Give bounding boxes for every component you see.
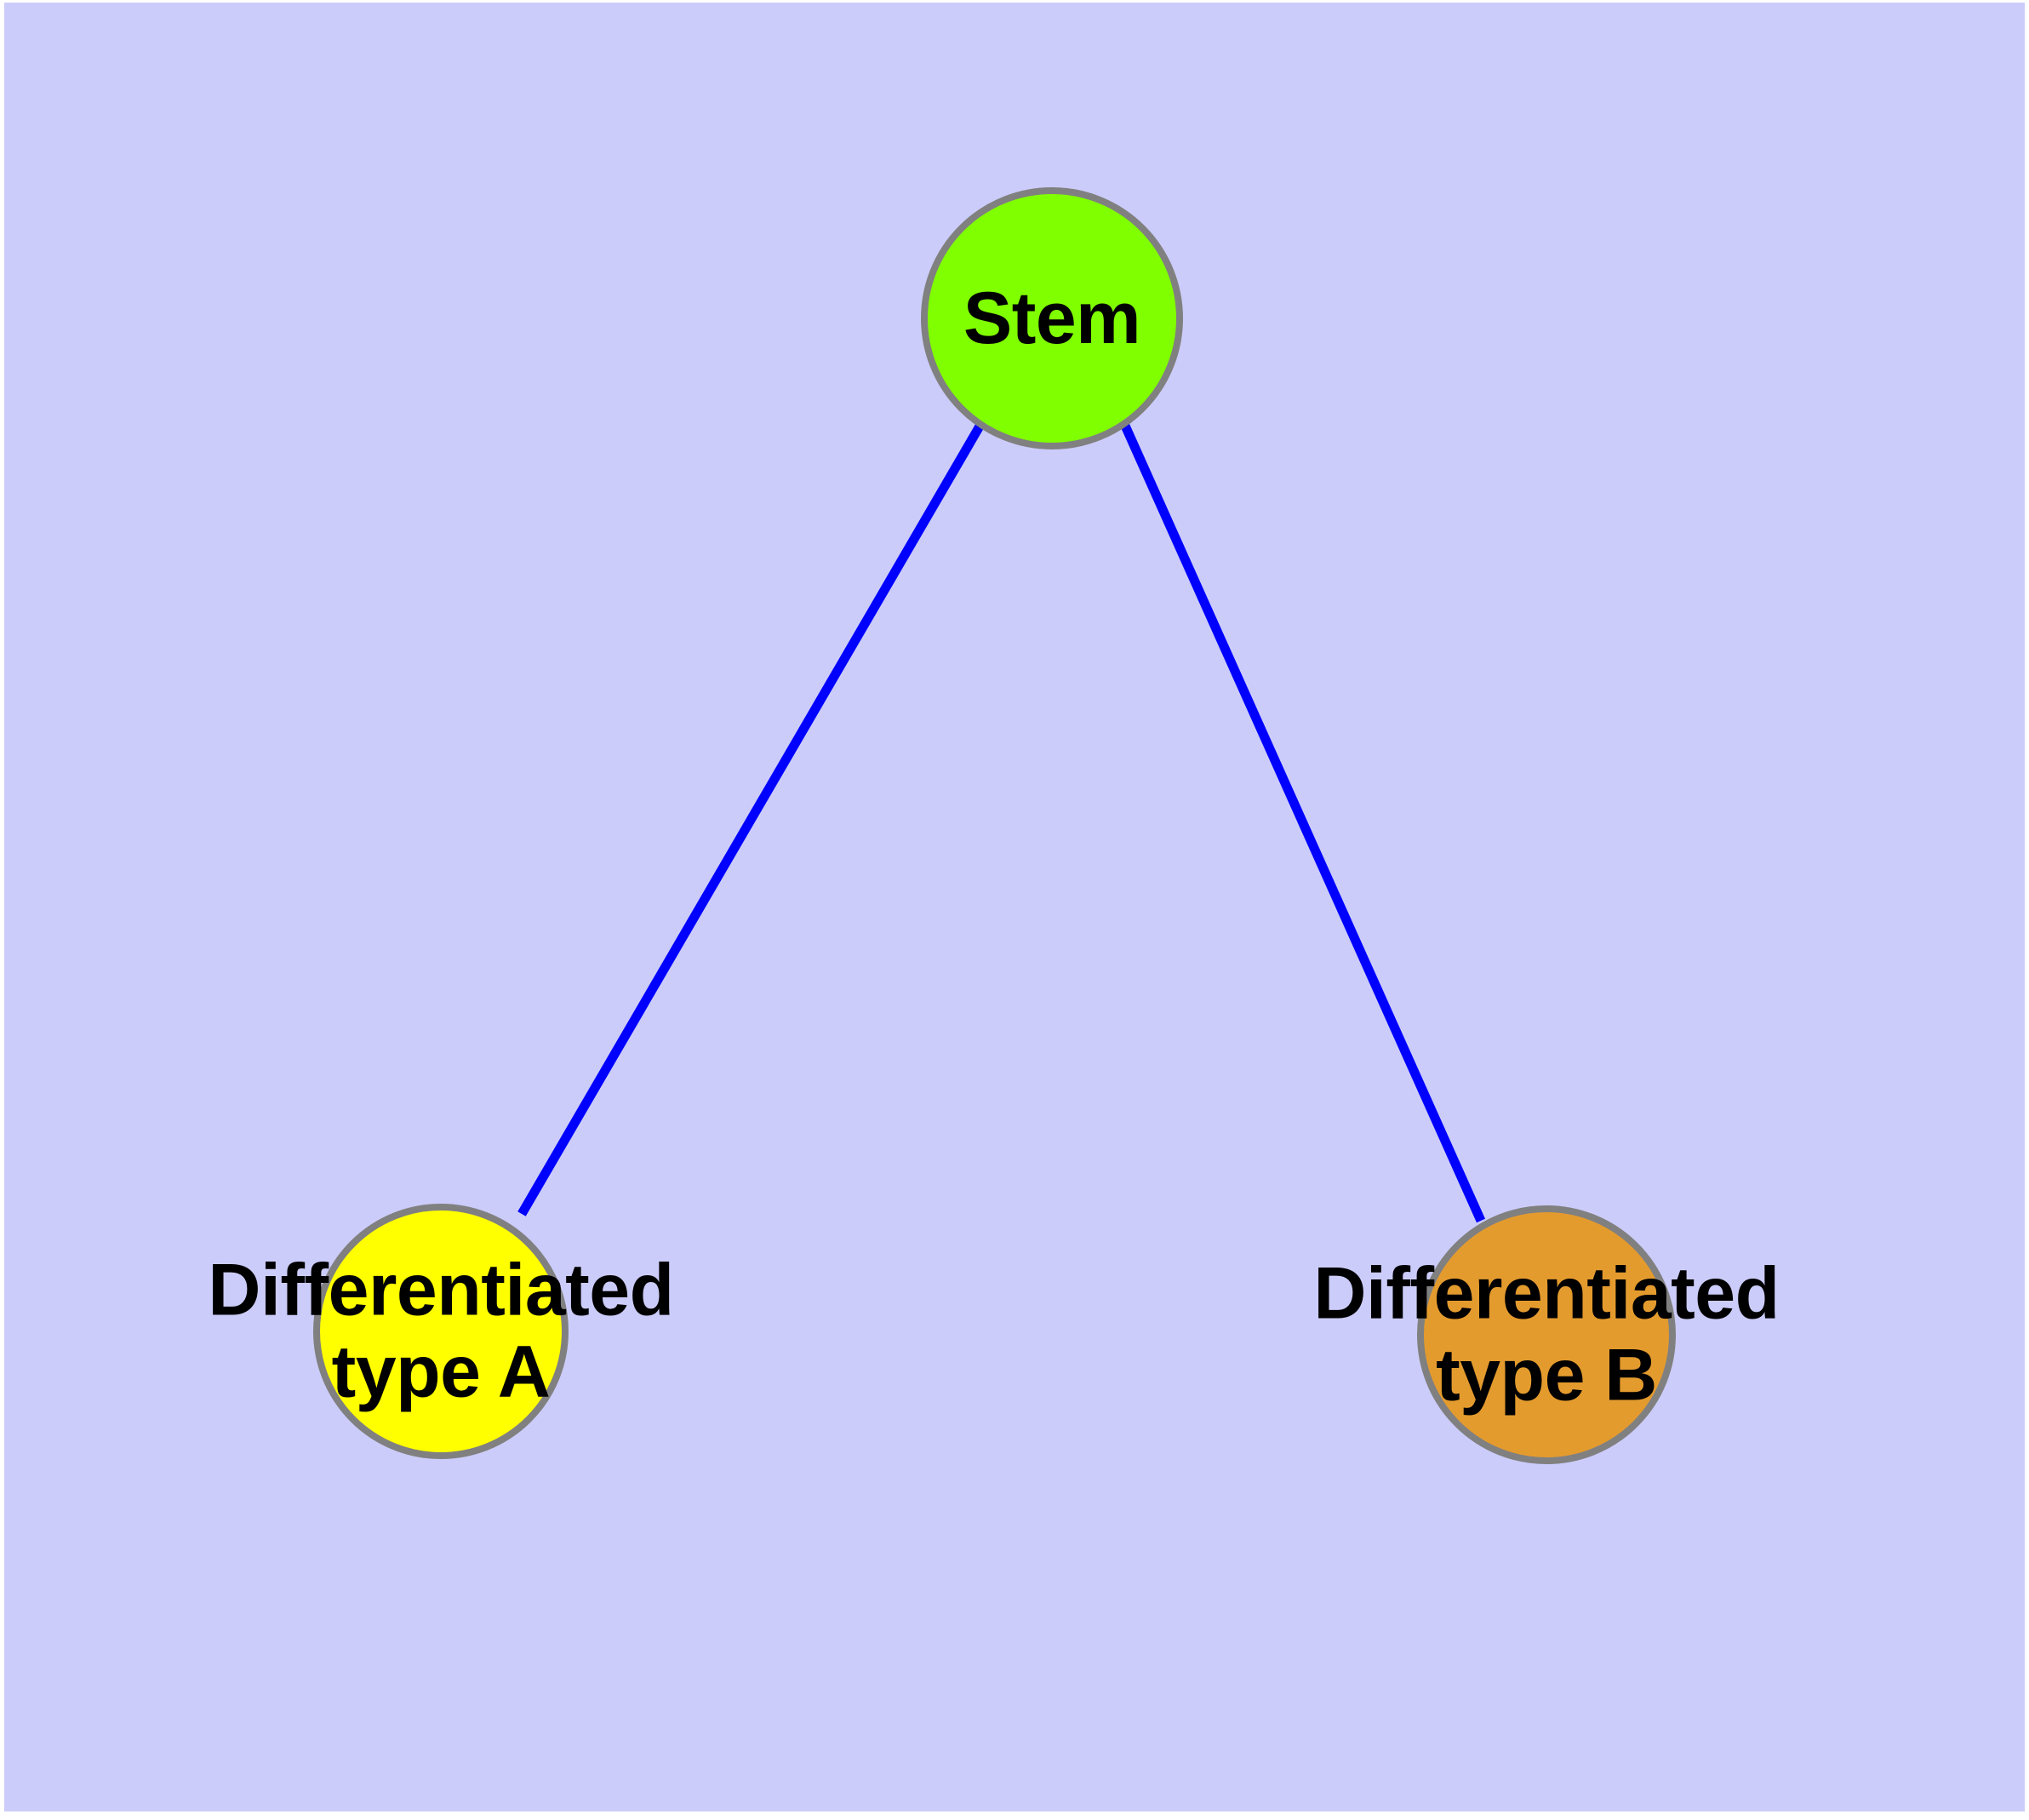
- edge-layer: [517, 422, 1486, 1223]
- node-differentiated-type-a[interactable]: [313, 1204, 569, 1459]
- edge-stem-to-differentiated-type-b[interactable]: [1120, 423, 1486, 1223]
- edge-stem-to-differentiated-type-a[interactable]: [517, 422, 985, 1216]
- node-stem[interactable]: [921, 187, 1183, 449]
- node-layer: [313, 187, 1676, 1464]
- node-differentiated-type-b[interactable]: [1417, 1205, 1676, 1464]
